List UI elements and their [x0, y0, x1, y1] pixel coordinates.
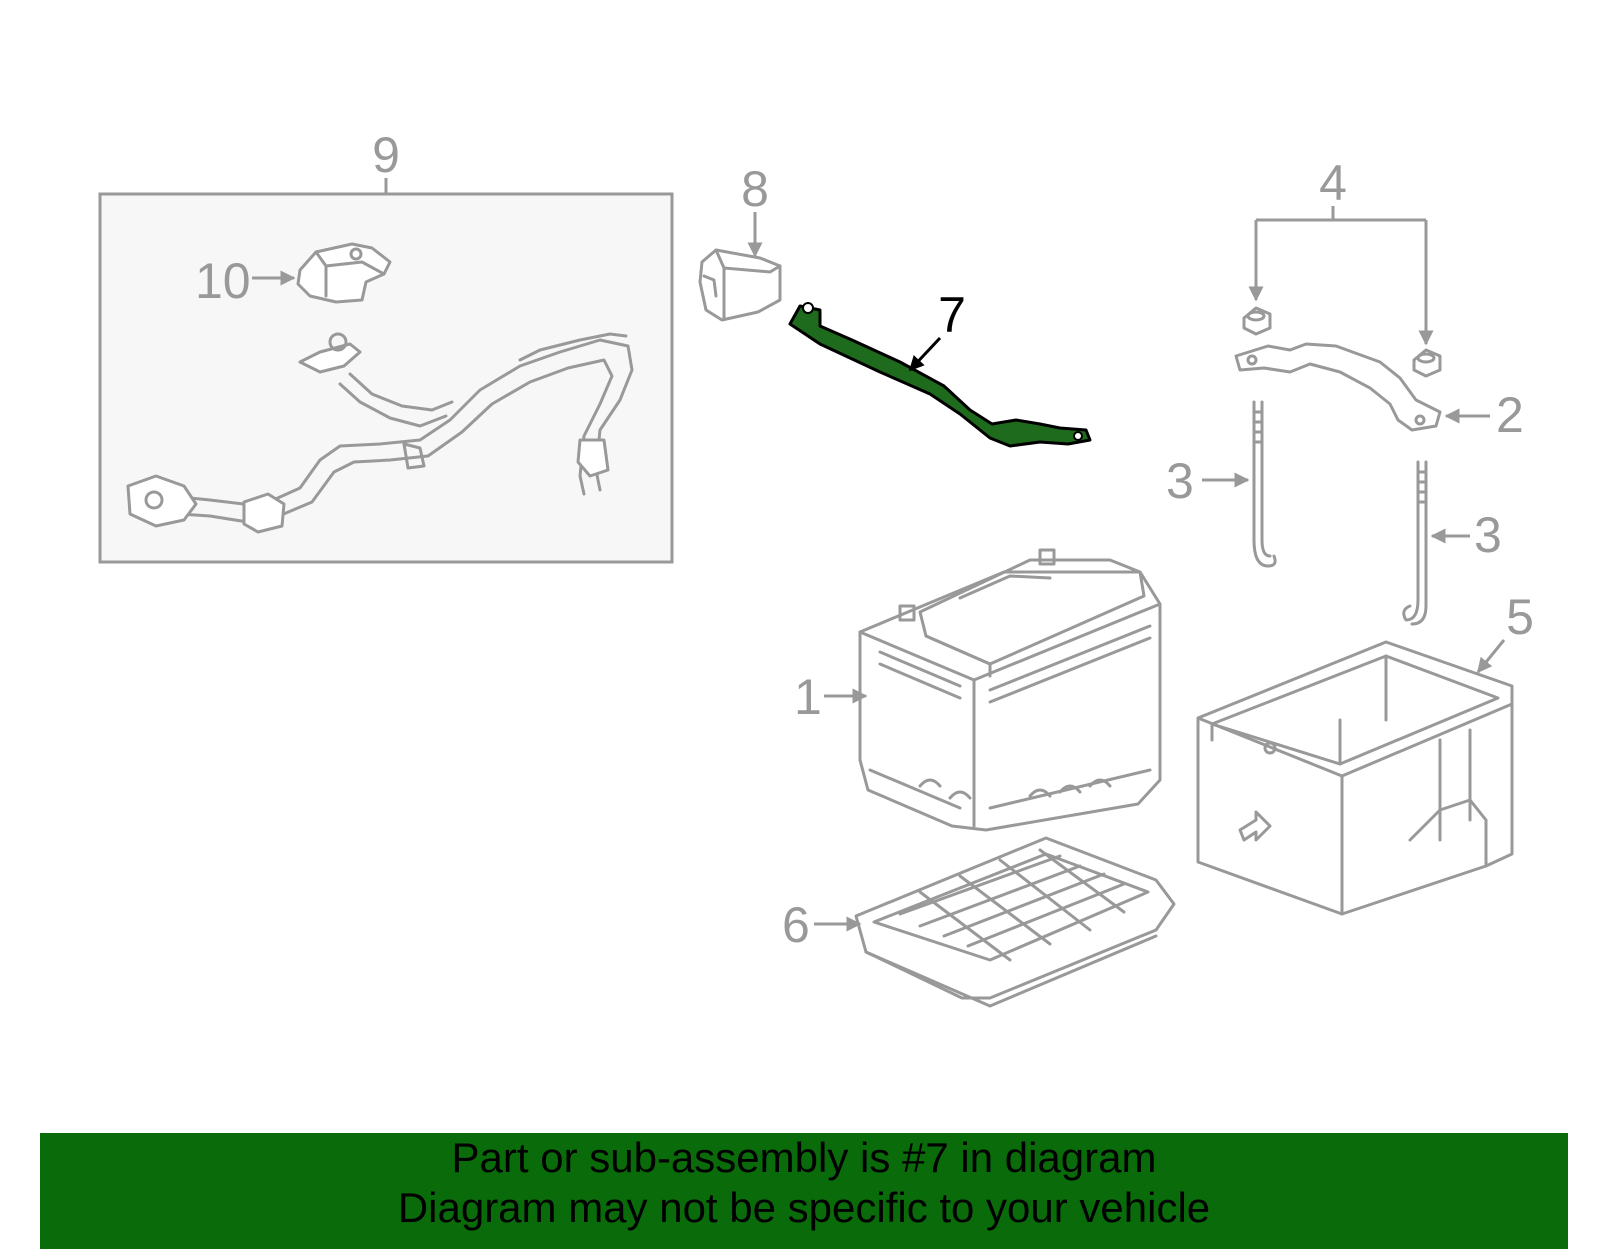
part-6-battery-tray — [854, 836, 1176, 1008]
callout-8: 8 — [741, 161, 769, 217]
part-3-hold-down-rod-left — [1252, 400, 1277, 568]
callout-3a: 3 — [1166, 453, 1194, 509]
callout-2: 2 — [1496, 387, 1524, 443]
callout-6: 6 — [782, 897, 810, 953]
banner-line-1: Part or sub-assembly is #7 in diagram — [451, 1134, 1157, 1181]
callout-9: 9 — [372, 127, 400, 183]
part-3-hold-down-rod-right — [1402, 460, 1428, 626]
callout-7: 7 — [938, 287, 966, 343]
part-10-clamp — [296, 242, 392, 304]
part-1-battery — [858, 548, 1162, 832]
part-5-battery-box — [1196, 640, 1514, 916]
part-2-hold-down-bracket — [1234, 342, 1442, 432]
callout-10: 10 — [195, 253, 251, 309]
info-banner: Part or sub-assembly is #7 in diagram Di… — [40, 1133, 1568, 1249]
callout-1: 1 — [794, 669, 822, 725]
part-7-ground-cable-highlighted — [788, 302, 1092, 448]
part-4-nut-right — [1412, 348, 1442, 378]
callout-5: 5 — [1506, 589, 1534, 645]
banner-line-2: Diagram may not be specific to your vehi… — [397, 1184, 1211, 1231]
part-8-terminal-cover — [698, 248, 782, 322]
part-9-cable-harness — [126, 332, 634, 534]
callout-3b: 3 — [1474, 507, 1502, 563]
part-4-nut-left — [1242, 306, 1272, 336]
callout-4: 4 — [1319, 155, 1347, 211]
subassembly-9-group: 9 10 — [98, 127, 674, 564]
